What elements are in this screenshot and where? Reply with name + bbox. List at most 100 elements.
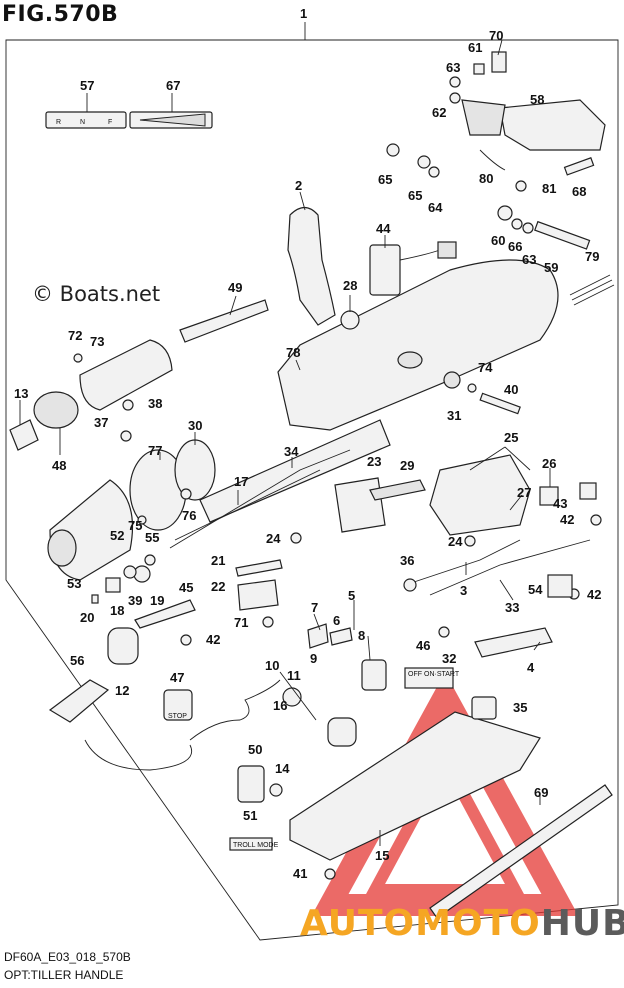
callout-15: 15 (375, 848, 389, 863)
assembly-frame (5, 39, 619, 941)
knob-13 (9, 419, 39, 451)
figure-caption: OPT:TILLER HANDLE (4, 968, 124, 982)
callout-70: 70 (489, 28, 503, 43)
washer-64 (428, 166, 440, 178)
callout-64: 64 (428, 200, 443, 215)
bush-65a (386, 143, 400, 157)
callout-28: 28 (343, 278, 357, 293)
bracket-54 (547, 574, 573, 598)
washer-37 (120, 430, 132, 442)
callout-37: 37 (94, 415, 108, 430)
tiller-body (277, 259, 559, 431)
callout-58: 58 (530, 92, 544, 107)
callout-4: 4 (527, 660, 535, 675)
throttle-rod (169, 449, 351, 549)
washer-63a (449, 76, 461, 88)
callout-51: 51 (243, 808, 257, 823)
callout-45: 45 (179, 580, 193, 595)
callout-11: 11 (287, 668, 301, 683)
callout-65b: 65 (408, 188, 422, 203)
callout-73: 73 (90, 334, 104, 349)
nut-76 (180, 488, 192, 500)
link-80 (479, 149, 506, 171)
callout-19: 19 (150, 593, 164, 608)
key-6 (329, 627, 353, 646)
callout-43: 43 (553, 496, 567, 511)
callout-71: 71 (234, 615, 248, 630)
bolt-40 (479, 392, 521, 415)
screw-68 (563, 157, 595, 176)
callout-33: 33 (505, 600, 519, 615)
brand-hub: HUB (540, 903, 624, 944)
callout-38: 38 (148, 396, 162, 411)
switch-wire (399, 249, 441, 261)
callout-14: 14 (275, 761, 290, 776)
cover-53 (47, 529, 77, 567)
callout-48: 48 (52, 458, 66, 473)
callout-1: 1 (300, 6, 307, 21)
lever-16 (327, 717, 357, 747)
callout-27: 27 (517, 485, 531, 500)
cable-33 (429, 539, 591, 596)
plate-26 (539, 486, 559, 506)
callout-80: 80 (479, 171, 493, 186)
spring-79 (569, 274, 615, 306)
clip-32 (438, 626, 450, 638)
rod-29 (369, 479, 426, 501)
callout-67: 67 (166, 78, 180, 93)
bracket-43 (579, 482, 597, 500)
callout-34: 34 (284, 444, 299, 459)
callout-66: 66 (508, 239, 522, 254)
disc-30 (174, 439, 216, 501)
callout-5: 5 (348, 588, 355, 603)
copyright-watermark: © Boats.net (32, 282, 161, 306)
shift-n: N (80, 119, 85, 126)
callout-30: 30 (188, 418, 202, 433)
callout-13: 13 (14, 386, 28, 401)
bracket-70 (491, 51, 507, 73)
actuator-12 (107, 627, 139, 665)
callout-77: 77 (148, 443, 162, 458)
cable-3 (404, 539, 521, 586)
throttle-body-25 (429, 454, 531, 536)
callout-63a: 63 (446, 60, 460, 75)
callout-39: 39 (128, 593, 142, 608)
shift-f: F (108, 119, 112, 126)
callout-41: 41 (293, 866, 307, 881)
callout-47: 47 (170, 670, 184, 685)
bracket-22 (237, 579, 279, 611)
screw-71 (262, 616, 274, 628)
switch-off-label: OFF (408, 671, 422, 678)
spacer-55 (144, 554, 156, 566)
switch-8 (361, 659, 387, 691)
switch-50 (237, 765, 265, 803)
callout-78: 78 (286, 345, 300, 360)
callout-72: 72 (68, 328, 82, 343)
callout-32: 32 (442, 651, 456, 666)
lanyard-coil (189, 679, 281, 741)
callout-6: 6 (333, 613, 340, 628)
callout-42b: 42 (560, 512, 574, 527)
callout-44: 44 (376, 221, 391, 236)
nut-31 (443, 371, 461, 389)
callout-61: 61 (468, 40, 482, 55)
screw-24b (464, 535, 476, 547)
spacer-39 (123, 565, 137, 579)
callout-20: 20 (80, 610, 94, 625)
switch-connector (437, 241, 457, 259)
callout-10: 10 (265, 658, 279, 673)
grip-end (33, 391, 79, 429)
callout-42c: 42 (587, 587, 601, 602)
decal-46 (404, 667, 454, 689)
callout-22: 22 (211, 579, 225, 594)
screw-24a (290, 532, 302, 544)
screw-41 (324, 868, 336, 880)
callout-9: 9 (310, 651, 317, 666)
callout-36: 36 (400, 553, 414, 568)
bush-65b (417, 155, 431, 169)
callout-46: 46 (416, 638, 430, 653)
callout-26: 26 (542, 456, 556, 471)
callout-76: 76 (182, 508, 196, 523)
figure-code: DF60A_E03_018_570B (4, 950, 131, 964)
